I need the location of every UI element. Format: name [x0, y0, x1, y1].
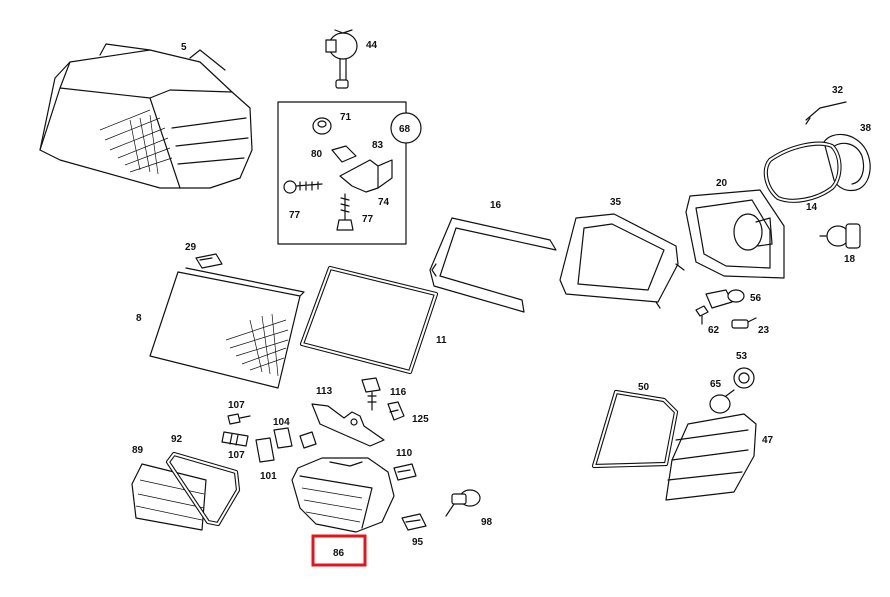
- part-bulb-56[interactable]: [705, 289, 745, 309]
- part-socket-53[interactable]: [733, 367, 755, 389]
- label-71: 71: [340, 112, 352, 123]
- part-headlamp-5[interactable]: [39, 43, 253, 189]
- part-bulb-holder-18[interactable]: [819, 223, 861, 249]
- part-screw-77b[interactable]: [336, 193, 354, 231]
- label-74: 74: [378, 197, 390, 208]
- label-53: 53: [736, 351, 748, 362]
- label-125: 125: [412, 414, 429, 425]
- label-16: 16: [490, 200, 502, 211]
- part-bolt-116[interactable]: [361, 377, 381, 411]
- part-connector-104[interactable]: [273, 427, 317, 449]
- part-socket-44[interactable]: [325, 29, 358, 89]
- part-bracket-83[interactable]: [339, 159, 393, 193]
- label-101: 101: [260, 471, 277, 482]
- part-clip-29[interactable]: [195, 253, 223, 269]
- label-20: 20: [716, 178, 728, 189]
- highlight-86[interactable]: [311, 534, 367, 567]
- label-80: 80: [311, 149, 323, 160]
- label-113: 113: [316, 386, 333, 397]
- label-98: 98: [481, 517, 493, 528]
- part-nut-71[interactable]: [312, 117, 332, 135]
- part-seal-38[interactable]: [823, 133, 871, 192]
- label-77b: 77: [362, 214, 374, 225]
- part-bulb-62[interactable]: [695, 305, 709, 325]
- label-50: 50: [638, 382, 650, 393]
- label-35: 35: [610, 197, 622, 208]
- part-bulb-107a[interactable]: [227, 413, 251, 425]
- part-ref-68[interactable]: [390, 112, 422, 144]
- label-5: 5: [181, 42, 187, 53]
- label-107a: 107: [228, 400, 245, 411]
- part-bulb-107b[interactable]: [221, 431, 249, 447]
- label-56: 56: [750, 293, 762, 304]
- label-11: 11: [436, 335, 447, 346]
- part-frame-16[interactable]: [429, 217, 557, 313]
- part-bracket-113[interactable]: [311, 403, 385, 447]
- part-foglamp-86[interactable]: [291, 457, 395, 533]
- label-65: 65: [710, 379, 722, 390]
- parts-box: [277, 101, 407, 245]
- part-indicator-47[interactable]: [665, 413, 757, 501]
- label-107b: 107: [228, 450, 245, 461]
- label-68: 68: [399, 124, 411, 135]
- label-18: 18: [844, 254, 856, 265]
- label-83: 83: [372, 140, 384, 151]
- part-lens-8[interactable]: [149, 267, 305, 389]
- part-bulb-23[interactable]: [731, 317, 757, 329]
- label-110: 110: [396, 448, 413, 459]
- label-86: 86: [333, 548, 345, 559]
- label-23: 23: [758, 325, 770, 336]
- part-gasket-14[interactable]: [763, 141, 842, 203]
- part-clip-110[interactable]: [393, 463, 417, 481]
- part-clip-125[interactable]: [387, 401, 405, 421]
- label-44: 44: [366, 40, 378, 51]
- label-116: 116: [390, 387, 407, 398]
- part-screw-77a[interactable]: [283, 180, 323, 194]
- label-89: 89: [132, 445, 144, 456]
- label-8: 8: [136, 313, 142, 324]
- part-clip-32[interactable]: [805, 101, 847, 125]
- part-reflector-20[interactable]: [685, 189, 785, 279]
- part-clip-80[interactable]: [331, 145, 357, 163]
- label-32: 32: [832, 85, 844, 96]
- label-38: 38: [860, 123, 872, 134]
- part-bulb-65[interactable]: [709, 389, 735, 414]
- part-gasket-11[interactable]: [299, 265, 439, 375]
- part-lens-50[interactable]: [591, 389, 679, 469]
- label-14: 14: [806, 202, 818, 213]
- part-foglamp-lens-89[interactable]: [131, 463, 207, 531]
- part-clip-95[interactable]: [401, 513, 427, 531]
- label-92: 92: [171, 434, 183, 445]
- part-housing-35[interactable]: [559, 213, 685, 309]
- label-77a: 77: [289, 210, 301, 221]
- label-104: 104: [273, 417, 290, 428]
- label-62: 62: [708, 325, 720, 336]
- part-bulb-98[interactable]: [445, 489, 481, 517]
- part-socket-101[interactable]: [255, 437, 275, 463]
- label-29: 29: [185, 242, 197, 253]
- label-95: 95: [412, 537, 424, 548]
- part-foglamp-frame-92[interactable]: [165, 451, 241, 527]
- label-47: 47: [762, 435, 774, 446]
